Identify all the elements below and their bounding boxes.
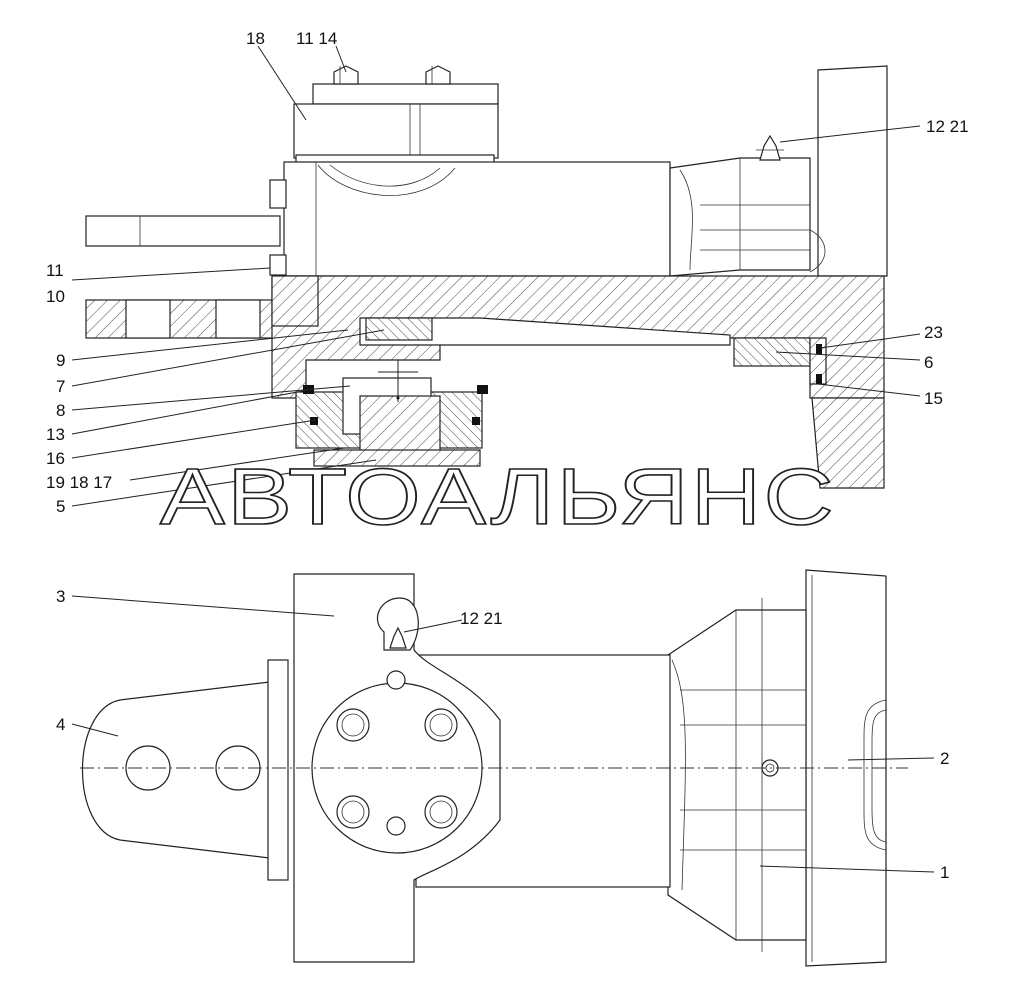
callout-7: 7 bbox=[56, 377, 65, 396]
callout-13: 13 bbox=[46, 425, 65, 444]
lever-arm bbox=[85, 215, 281, 247]
callout-16: 16 bbox=[46, 449, 65, 468]
housing-upper bbox=[283, 161, 671, 277]
callout-18: 18 bbox=[246, 29, 265, 48]
lever-4 bbox=[82, 679, 287, 861]
callout-4: 4 bbox=[56, 715, 65, 734]
callout-11: 11 bbox=[46, 261, 64, 280]
callout-2: 2 bbox=[940, 749, 949, 768]
nipple-boss bbox=[377, 597, 419, 651]
bottom-leaders bbox=[71, 595, 935, 873]
callout-9: 9 bbox=[56, 351, 65, 370]
washer-19 bbox=[313, 449, 481, 467]
callout-12-21-top: 12 21 bbox=[926, 117, 969, 136]
grease-nipple-top bbox=[759, 134, 781, 161]
callout-1: 1 bbox=[940, 863, 949, 882]
taper-body-1 bbox=[667, 609, 807, 941]
shaft-bore bbox=[359, 317, 731, 346]
bolt-head-left bbox=[333, 65, 359, 85]
callout-labels-bottom: 3 12 21 4 2 1 bbox=[56, 587, 949, 882]
clamp-plate bbox=[312, 83, 499, 105]
ring-15 bbox=[816, 374, 822, 384]
pin-body bbox=[359, 395, 441, 459]
grease-nipple-bottom bbox=[389, 626, 407, 649]
callout-19-18-17: 19 18 17 bbox=[46, 473, 112, 492]
callout-labels-top: 18 11 14 12 21 11 10 9 7 8 13 16 19 18 1… bbox=[46, 29, 969, 516]
seal-13-left bbox=[310, 417, 318, 425]
bolt-head-right bbox=[425, 65, 451, 85]
bolt-heads bbox=[336, 670, 458, 836]
boss-lower bbox=[269, 254, 287, 276]
callout-6: 6 bbox=[924, 353, 933, 372]
callout-11-14: 11 14 bbox=[296, 29, 337, 48]
bushing-9 bbox=[365, 317, 433, 341]
callout-10: 10 bbox=[46, 287, 65, 306]
clamp-block bbox=[293, 103, 499, 159]
top-leaders bbox=[71, 45, 921, 507]
callout-23: 23 bbox=[924, 323, 943, 342]
seal-23 bbox=[816, 344, 822, 354]
top-section-view bbox=[85, 65, 888, 489]
bushing-6 bbox=[733, 337, 811, 367]
callout-15: 15 bbox=[924, 389, 943, 408]
callout-5: 5 bbox=[56, 497, 65, 516]
seal-8-right bbox=[477, 385, 488, 394]
seal-13-right bbox=[472, 417, 480, 425]
callout-12-21-bottom: 12 21 bbox=[460, 609, 503, 628]
watermark-text: АВТОАЛЬЯНС bbox=[160, 452, 836, 541]
boss-upper bbox=[269, 179, 287, 209]
bottom-plan-view bbox=[80, 569, 908, 967]
callout-8: 8 bbox=[56, 401, 65, 420]
flange-plate-top bbox=[817, 65, 888, 277]
callout-3: 3 bbox=[56, 587, 65, 606]
